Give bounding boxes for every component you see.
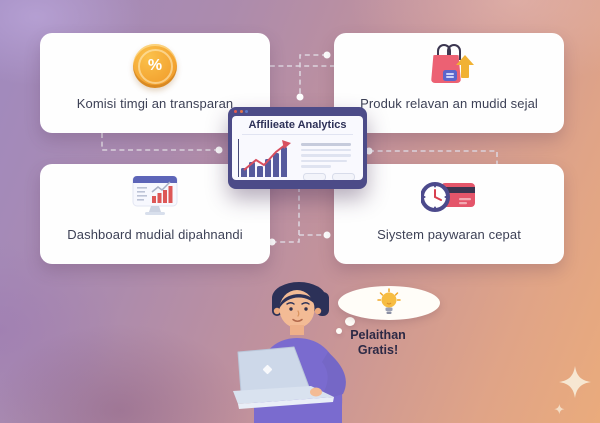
feature-card-products: Produk relavan an mudid sejal (334, 33, 564, 133)
feature-card-payment: Siystem paywaran cepat (334, 164, 564, 264)
window-titlebar (228, 107, 367, 116)
clock-credit-card-icon (421, 171, 477, 223)
traffic-light-icon (239, 110, 243, 113)
connector-node (296, 93, 304, 101)
feature-card-label: Siystem paywaran cepat (377, 227, 521, 242)
thought-bubble-text: Pelaithan Gratis! (328, 328, 428, 358)
person-illustration (233, 282, 346, 423)
lightbulb-icon (377, 288, 401, 314)
feature-card-label: Dashboard mudial dipahnandi (67, 227, 243, 242)
credit-card-icon (441, 183, 475, 207)
connector-right (369, 150, 498, 164)
connector-node (323, 231, 331, 239)
traffic-light-icon (234, 110, 237, 113)
connector-bottom-left (272, 187, 300, 243)
percent-symbol: % (137, 48, 173, 84)
arrow-up-icon (456, 55, 474, 65)
connector-node (215, 146, 223, 154)
analytics-window: Affilieate Analytics (228, 107, 367, 189)
mini-bar-chart (238, 139, 296, 177)
percent-coin-icon: % (133, 40, 177, 92)
connector-node (323, 51, 331, 59)
thought-trail-dot (345, 317, 355, 326)
clock-icon (421, 182, 450, 212)
thought-bubble (338, 286, 440, 320)
window-body: Affilieate Analytics (232, 116, 363, 180)
thought-line-2: Gratis! (357, 343, 399, 357)
laptop-illustration (233, 346, 334, 409)
person-hand (310, 387, 322, 397)
arrow-up-icon (461, 64, 469, 78)
divider (242, 134, 353, 135)
price-tag-icon (443, 70, 457, 81)
feature-card-label: Produk relavan an mudid sejal (360, 96, 538, 111)
bag-handle-icon (447, 44, 461, 60)
placeholder-text-lines (300, 143, 357, 168)
connector-top-elbow (299, 54, 327, 97)
window-button-pill[interactable] (302, 172, 326, 180)
dashboard-monitor-icon (131, 171, 179, 223)
thought-trail-dot (336, 328, 342, 334)
thought-line-1: Pelaithan (350, 328, 406, 342)
sparkle-icon (554, 366, 591, 415)
laptop-logo-icon (262, 364, 273, 375)
shopping-bag-arrow-icon (423, 40, 475, 92)
feature-card-label: Komisi timgi an transparan (76, 96, 234, 111)
connector-left (101, 133, 219, 151)
window-button-pill[interactable] (332, 172, 355, 180)
traffic-light-icon (245, 110, 248, 113)
window-title: Affilieate Analytics (248, 119, 347, 131)
